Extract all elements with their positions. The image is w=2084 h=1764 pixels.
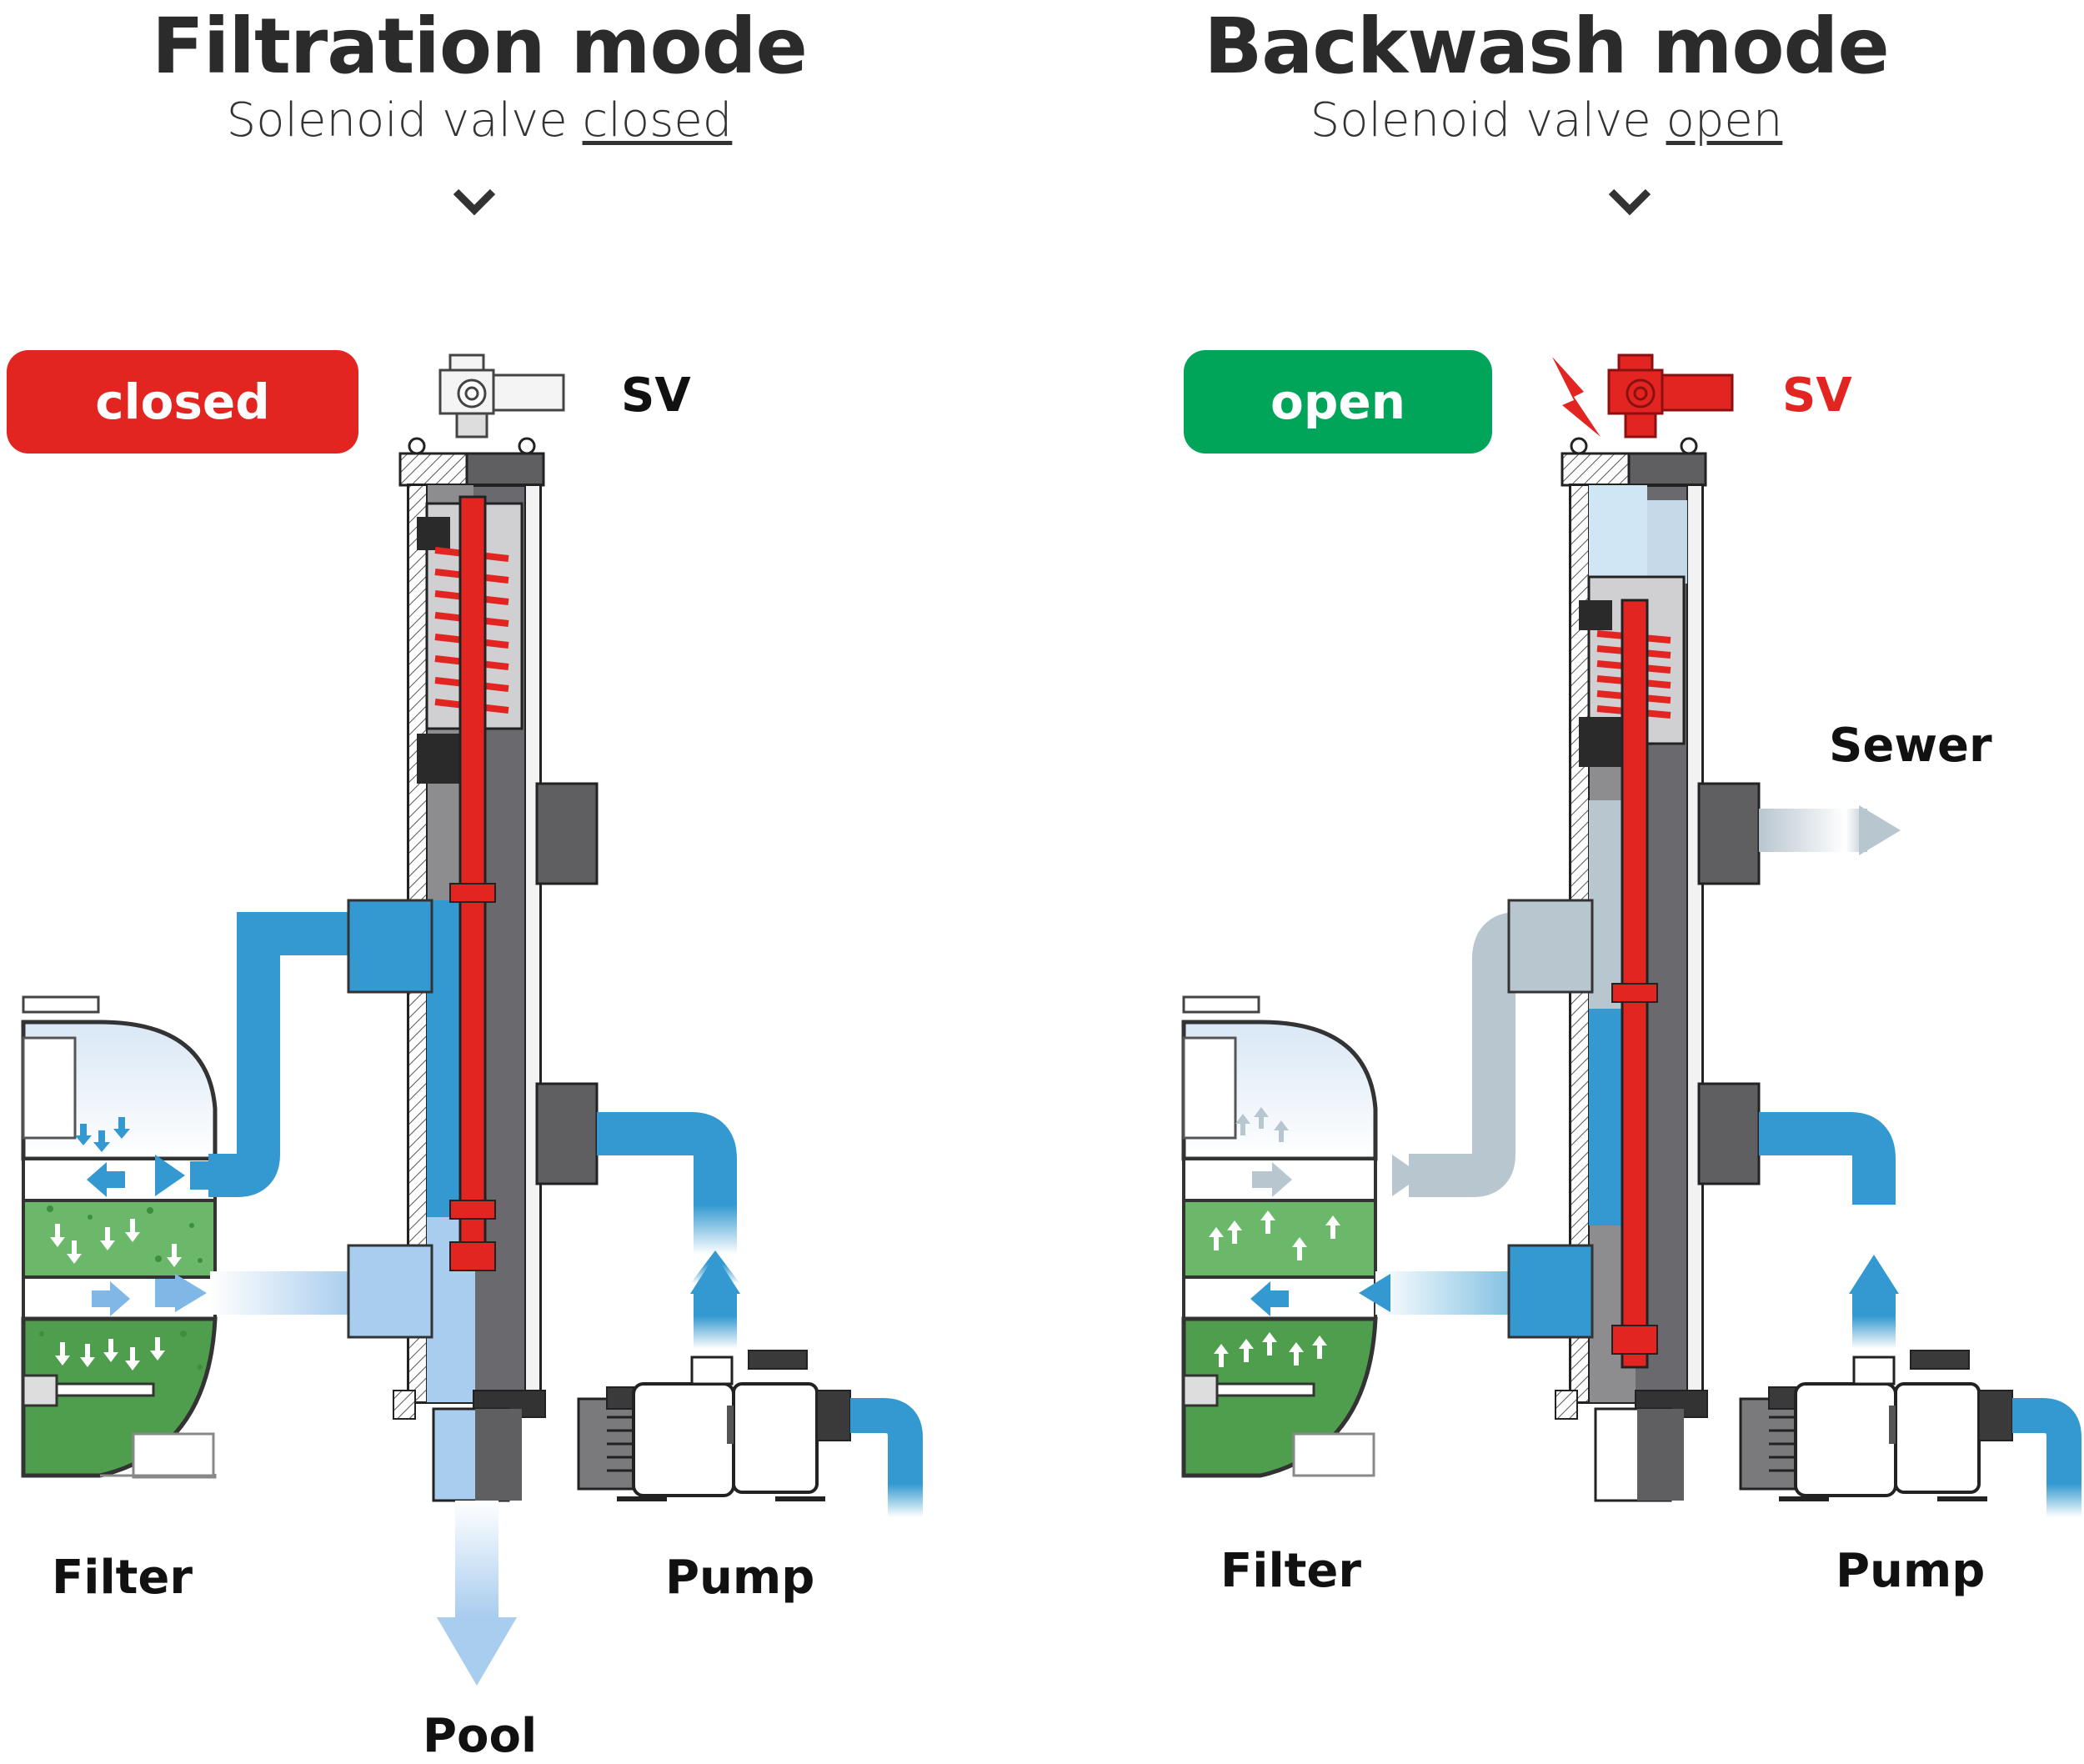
backwash-subtitle: Solenoid valve open bbox=[1025, 93, 2067, 148]
status-badge-closed: closed bbox=[7, 350, 358, 454]
arrow-to-pool bbox=[437, 1617, 517, 1686]
valve-body bbox=[347, 353, 599, 1502]
subtitle-prefix: Solenoid valve bbox=[226, 93, 583, 148]
sv-label: SV bbox=[621, 368, 691, 423]
subtitle-state: open bbox=[1666, 93, 1783, 148]
subtitle-prefix: Solenoid valve bbox=[1310, 93, 1666, 148]
pump bbox=[1739, 1350, 2013, 1501]
arrow-to-filter bbox=[155, 1155, 185, 1196]
filtration-panel: Filtration mode Solenoid valve closed cl… bbox=[0, 2, 959, 1763]
valve-body bbox=[1507, 353, 1761, 1502]
filtration-diagram bbox=[21, 353, 923, 1686]
chevron-down-icon bbox=[453, 188, 496, 216]
subtitle-state: closed bbox=[582, 93, 733, 148]
sewer-label: Sewer bbox=[1829, 719, 1992, 773]
lightning-icon bbox=[1552, 357, 1601, 437]
backwash-title: Backwash mode bbox=[1204, 2, 1890, 91]
pump-label: Pump bbox=[665, 1551, 815, 1605]
arrow-up-pump bbox=[690, 1255, 740, 1294]
filtration-title: Filtration mode bbox=[152, 2, 808, 91]
pool-label: Pool bbox=[423, 1709, 538, 1763]
arrow-up-pump bbox=[1849, 1255, 1899, 1294]
piston-rod bbox=[458, 495, 487, 1265]
filter-tank bbox=[21, 995, 218, 1479]
arrow-to-sewer bbox=[1859, 805, 1901, 855]
filter-label: Filter bbox=[52, 1551, 193, 1605]
pump bbox=[577, 1350, 851, 1501]
filter-label: Filter bbox=[1220, 1544, 1362, 1598]
filtration-subtitle: Solenoid valve closed bbox=[0, 93, 959, 148]
chevron-down-icon bbox=[1608, 188, 1651, 216]
pump-label: Pump bbox=[1836, 1544, 1986, 1598]
filter-tank bbox=[1181, 995, 1378, 1478]
sv-label: SV bbox=[1782, 368, 1852, 423]
backwash-diagram bbox=[1181, 353, 2081, 1517]
status-badge-open: open bbox=[1184, 350, 1492, 454]
backwash-panel: Backwash mode Solenoid valve open open S… bbox=[1042, 0, 2084, 1764]
